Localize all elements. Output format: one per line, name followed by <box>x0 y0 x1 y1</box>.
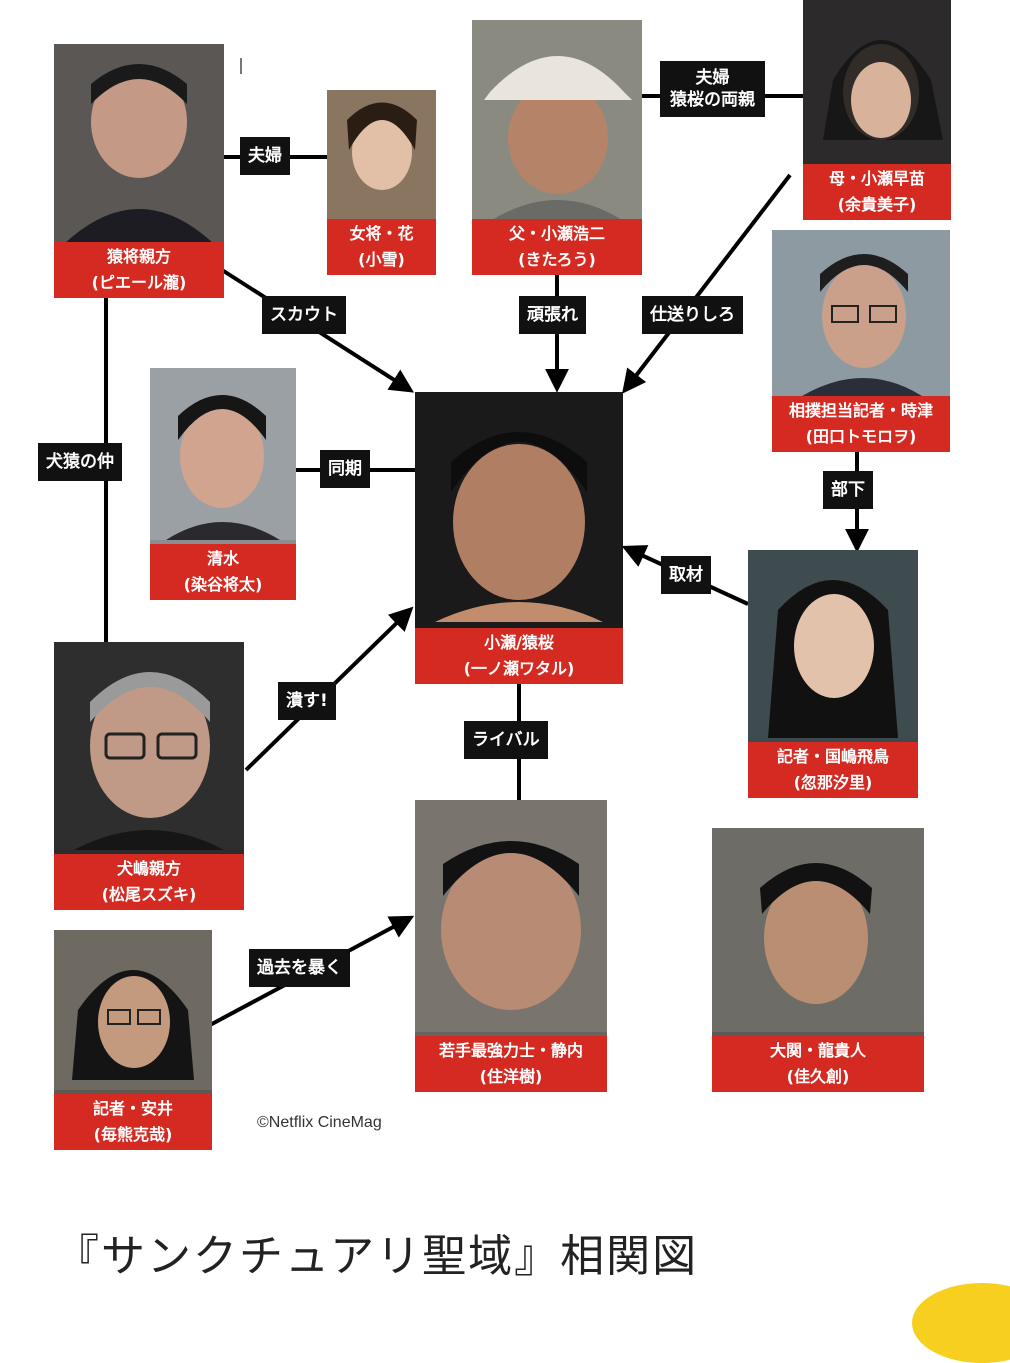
person-caption: 父・小瀬浩二 (きたろう) <box>472 219 642 275</box>
person-actor: (染谷将太) <box>183 575 263 594</box>
person-card-hana: 女将・花 (小雪) <box>327 90 436 275</box>
portrait-icon <box>150 368 296 540</box>
portrait-icon <box>54 642 244 850</box>
person-card-ryukijin: 大関・龍貴人 (佳久創) <box>712 828 924 1092</box>
person-actor: (一ノ瀬ワタル) <box>463 659 575 678</box>
credit-text: ©Netflix CineMag <box>257 1114 382 1131</box>
person-actor: (忽那汐里) <box>793 773 873 792</box>
label-rival: ライバル <box>464 721 548 759</box>
label-ganbare: 頑張れ <box>519 296 586 334</box>
person-role: 若手最強力士・静内 <box>438 1041 583 1060</box>
person-card-yasui: 記者・安井 (毎熊克哉) <box>54 930 212 1150</box>
person-caption: 若手最強力士・静内 (住洋樹) <box>415 1036 607 1092</box>
stray-mark <box>240 58 242 74</box>
person-role: 相撲担当記者・時津 <box>788 401 933 420</box>
person-actor: (住洋樹) <box>479 1067 543 1086</box>
portrait-icon <box>54 930 212 1090</box>
person-actor: (余貴美子) <box>837 195 917 214</box>
portrait-icon <box>712 828 924 1032</box>
person-role: 猿将親方 <box>106 247 171 266</box>
person-card-enshou: 猿将親方 (ピエール瀧) <box>54 44 224 298</box>
person-role: 犬嶋親方 <box>116 859 181 878</box>
person-caption: 清水 (染谷将太) <box>150 544 296 600</box>
person-actor: (松尾スズキ) <box>101 885 197 904</box>
person-caption: 小瀬/猿桜 (一ノ瀬ワタル) <box>415 628 623 684</box>
person-role: 記者・国嶋飛鳥 <box>776 747 889 766</box>
label-kako: 過去を暴く <box>249 949 350 987</box>
person-actor: (佳久創) <box>786 1067 850 1086</box>
person-caption: 大関・龍貴人 (佳久創) <box>712 1036 924 1092</box>
person-role: 小瀬/猿桜 <box>484 633 554 652</box>
person-caption: 記者・国嶋飛鳥 (忽那汐里) <box>748 742 918 798</box>
person-caption: 母・小瀬早苗 (余貴美子) <box>803 164 951 220</box>
person-caption: 女将・花 (小雪) <box>327 219 436 275</box>
portrait-icon <box>748 550 918 738</box>
portrait-icon <box>415 392 623 622</box>
person-role: 父・小瀬浩二 <box>508 224 605 243</box>
portrait-icon <box>803 0 951 165</box>
person-card-father: 父・小瀬浩二 (きたろう) <box>472 20 642 275</box>
person-role: 母・小瀬早苗 <box>828 169 925 188</box>
person-card-inujima: 犬嶋親方 (松尾スズキ) <box>54 642 244 910</box>
person-role: 女将・花 <box>349 224 414 243</box>
label-douki: 同期 <box>320 450 370 488</box>
page-title: 『サンクチュアリ聖域』相関図 <box>55 1231 699 1282</box>
person-actor: (小雪) <box>358 250 405 269</box>
person-role: 清水 <box>206 549 239 568</box>
person-caption: 相撲担当記者・時津 (田口トモロヲ) <box>772 396 950 452</box>
label-kenen: 犬猿の仲 <box>38 443 122 481</box>
person-card-tokitsu: 相撲担当記者・時津 (田口トモロヲ) <box>772 230 950 452</box>
label-shuzai: 取材 <box>661 556 711 594</box>
person-caption: 記者・安井 (毎熊克哉) <box>54 1094 212 1150</box>
person-caption: 犬嶋親方 (松尾スズキ) <box>54 854 244 910</box>
label-shiokuri: 仕送りしろ <box>642 296 743 334</box>
line-shiokuri <box>622 173 792 394</box>
person-card-kunishima: 記者・国嶋飛鳥 (忽那汐里) <box>748 550 918 798</box>
person-role: 大関・龍貴人 <box>769 1041 866 1060</box>
label-parents-line2: 猿桜の両親 <box>670 90 755 110</box>
person-actor: (ピエール瀧) <box>91 273 187 292</box>
label-couple: 夫婦 <box>240 137 290 175</box>
person-role: 記者・安井 <box>92 1099 173 1118</box>
relationship-diagram: 夫婦 夫婦 猿桜の両親 スカウト 頑張れ 仕送りしろ 犬猿の仲 同期 部下 取材… <box>38 0 951 1150</box>
person-card-shimizu: 清水 (染谷将太) <box>150 368 296 600</box>
person-actor: (きたろう) <box>518 250 596 269</box>
label-buka: 部下 <box>823 471 873 509</box>
portrait-icon <box>772 230 950 396</box>
portrait-icon <box>327 90 436 220</box>
label-scout: スカウト <box>262 296 346 334</box>
person-card-mother: 母・小瀬早苗 (余貴美子) <box>803 0 951 220</box>
portrait-icon <box>415 800 607 1032</box>
label-parents-line1: 夫婦 <box>695 68 730 88</box>
portrait-icon <box>472 20 642 220</box>
label-tsubusu: 潰す! <box>278 682 336 720</box>
person-caption: 猿将親方 (ピエール瀧) <box>54 242 224 298</box>
person-card-enou: 小瀬/猿桜 (一ノ瀬ワタル) <box>415 392 623 684</box>
person-actor: (田口トモロヲ) <box>805 427 917 446</box>
person-card-shizuuchi: 若手最強力士・静内 (住洋樹) <box>415 800 607 1092</box>
portrait-icon <box>54 44 224 244</box>
person-actor: (毎熊克哉) <box>93 1125 173 1144</box>
label-parents: 夫婦 猿桜の両親 <box>660 61 765 117</box>
